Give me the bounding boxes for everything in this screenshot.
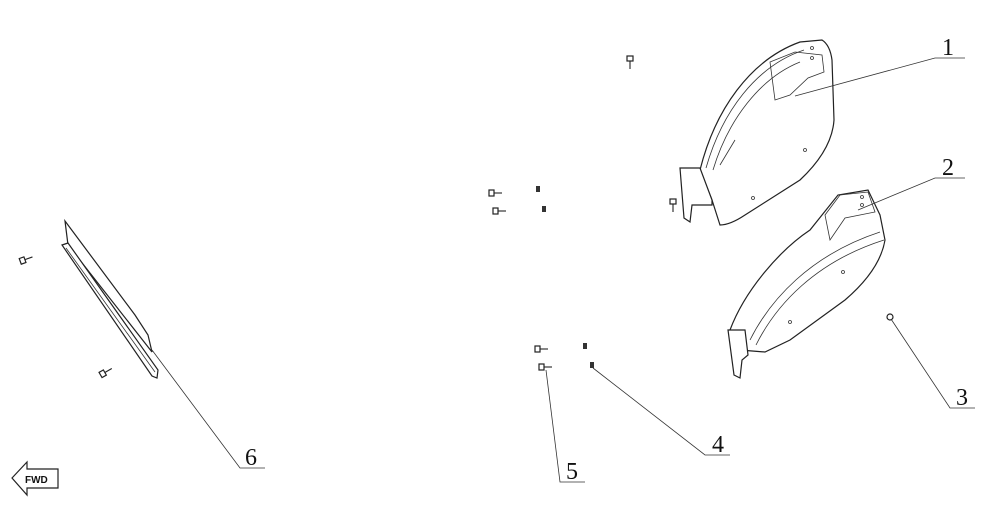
callout-1: 1: [942, 35, 954, 61]
part-1-upper-fender: [679, 39, 835, 226]
bolt: [669, 198, 677, 212]
part-2-lower-fender: [727, 189, 886, 379]
callout-6: 6: [245, 445, 257, 471]
fwd-arrow-icon: FWD: [11, 460, 59, 497]
callout-2: 2: [942, 155, 954, 181]
bolt: [626, 55, 634, 69]
washer: [886, 313, 894, 321]
leader-lines: [151, 57, 975, 483]
callout-4: 4: [712, 432, 724, 458]
bolt: [538, 363, 552, 371]
bolt: [492, 207, 506, 215]
part-6-panel: [61, 218, 159, 379]
hardware-fasteners: [18, 55, 894, 379]
bolt: [18, 256, 33, 265]
callout-3: 3: [956, 385, 968, 411]
nut: [590, 362, 594, 368]
nut: [536, 186, 540, 192]
bolt: [98, 368, 113, 379]
fwd-label: FWD: [25, 475, 48, 486]
nut: [542, 206, 546, 212]
nut: [583, 343, 587, 349]
callout-5: 5: [566, 459, 578, 485]
bolt: [534, 345, 548, 353]
bolt: [488, 189, 502, 197]
